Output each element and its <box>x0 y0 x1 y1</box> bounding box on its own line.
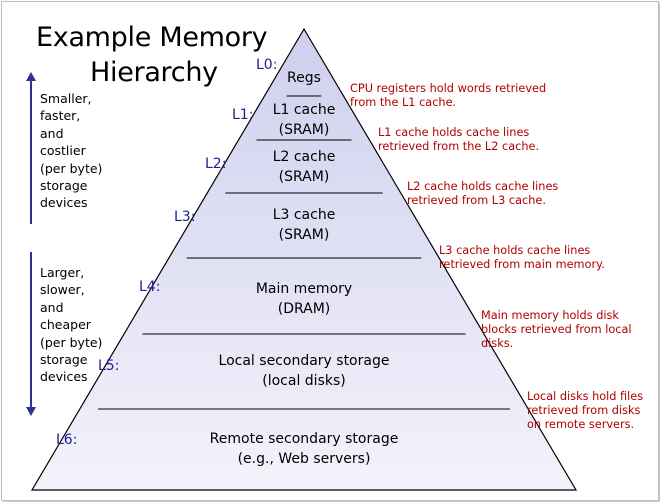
tier-l4-line2: (DRAM) <box>277 301 331 317</box>
tier-l1-cache: L1 cache (SRAM) <box>273 100 336 140</box>
tier-l4-line1: Main memory <box>255 281 353 297</box>
down-arrow-shaft <box>30 252 32 408</box>
level-label-l1: L1: <box>232 107 254 123</box>
side-text-top: Smaller, faster, and costlier (per byte)… <box>40 91 103 211</box>
level-label-l3: L3: <box>174 209 196 225</box>
up-arrow-shaft <box>30 80 32 224</box>
tier-regs: Regs <box>287 68 321 88</box>
title-line-2: Hierarchy <box>90 57 218 88</box>
note-registers: CPU registers hold words retrieved from … <box>350 82 547 109</box>
level-label-l4: L4: <box>139 279 161 295</box>
title-line-1: Example Memory <box>36 22 268 53</box>
level-label-l5: L5: <box>98 358 120 374</box>
level-label-l2: L2: <box>205 156 227 172</box>
tier-l5-line1: Local secondary storage <box>218 353 390 369</box>
tier-l3-cache: L3 cache (SRAM) <box>273 205 336 245</box>
tier-regs-line1: Regs <box>287 70 321 86</box>
note-main-memory: Main memory holds disk blocks retrieved … <box>481 309 632 350</box>
note-local-disks: Local disks hold files retrieved from di… <box>527 390 644 431</box>
down-arrow-head-icon <box>26 407 36 416</box>
level-label-l0: L0: <box>256 57 278 73</box>
tier-local-secondary-storage: Local secondary storage (local disks) <box>219 351 390 391</box>
note-l1-cache: L1 cache holds cache lines retrieved fro… <box>378 126 540 153</box>
tier-l3-line1: L3 cache <box>272 207 336 223</box>
tier-l1-line2: (SRAM) <box>278 122 330 138</box>
tier-l6-line2: (e.g., Web servers) <box>237 451 371 467</box>
note-l3-cache: L3 cache holds cache lines retrieved fro… <box>439 244 605 271</box>
up-arrow-head-icon <box>26 72 36 81</box>
tier-l5-line2: (local disks) <box>262 373 346 389</box>
tier-l6-line1: Remote secondary storage <box>209 431 399 447</box>
tier-remote-secondary-storage: Remote secondary storage (e.g., Web serv… <box>210 429 399 469</box>
tier-l1-line1: L1 cache <box>272 102 336 118</box>
note-l2-cache: L2 cache holds cache lines retrieved fro… <box>407 180 559 207</box>
pyramid-body <box>30 27 578 491</box>
tier-l2-cache: L2 cache (SRAM) <box>273 147 336 187</box>
tier-l3-line2: (SRAM) <box>278 227 330 243</box>
tier-l2-line1: L2 cache <box>272 149 336 165</box>
tier-l2-line2: (SRAM) <box>278 169 330 185</box>
side-text-bottom: Larger, slower, and cheaper (per byte) s… <box>40 265 103 385</box>
tier-main-memory: Main memory (DRAM) <box>256 279 352 319</box>
level-label-l6: L6: <box>56 432 78 448</box>
